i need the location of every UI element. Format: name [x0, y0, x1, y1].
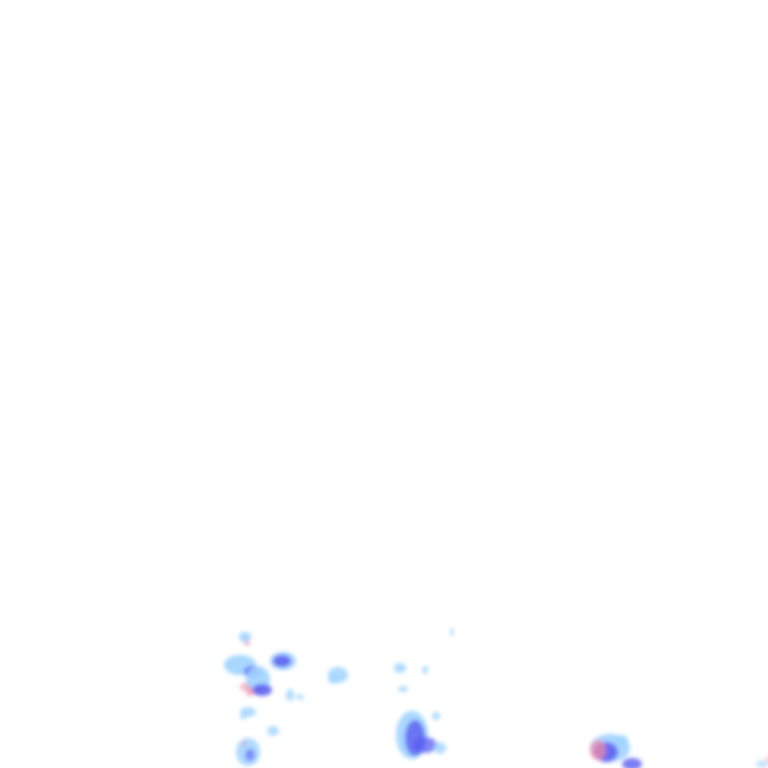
precipitation-cell-light [422, 666, 428, 674]
precipitation-cell-light [239, 632, 251, 642]
precipitation-cell-light [394, 663, 406, 673]
precipitation-cell-light [432, 712, 440, 720]
precipitation-cell-heavy [244, 640, 250, 646]
precipitation-cell-light [450, 628, 454, 636]
precipitation-cell-heavy [590, 740, 606, 760]
precipitation-cell-light [296, 694, 304, 700]
precipitation-cell-light [398, 686, 408, 692]
precipitation-cell-medium [622, 758, 642, 768]
precipitation-cell-light [434, 742, 446, 754]
precipitation-cell-light [328, 676, 338, 684]
precipitation-cell-light [267, 726, 279, 736]
precipitation-cell-light [240, 714, 246, 720]
precipitation-cell-light [616, 735, 628, 745]
precipitation-cell-medium [273, 655, 291, 667]
precipitation-cell-light [286, 689, 294, 701]
precipitation-cell-medium [245, 749, 255, 761]
precipitation-cell-heavy [242, 741, 246, 747]
precipitation-cell-heavy [246, 688, 254, 696]
precipitation-cell-medium [413, 737, 437, 753]
precipitation-cell-light [756, 760, 768, 768]
precipitation-cell-medium [252, 684, 272, 696]
